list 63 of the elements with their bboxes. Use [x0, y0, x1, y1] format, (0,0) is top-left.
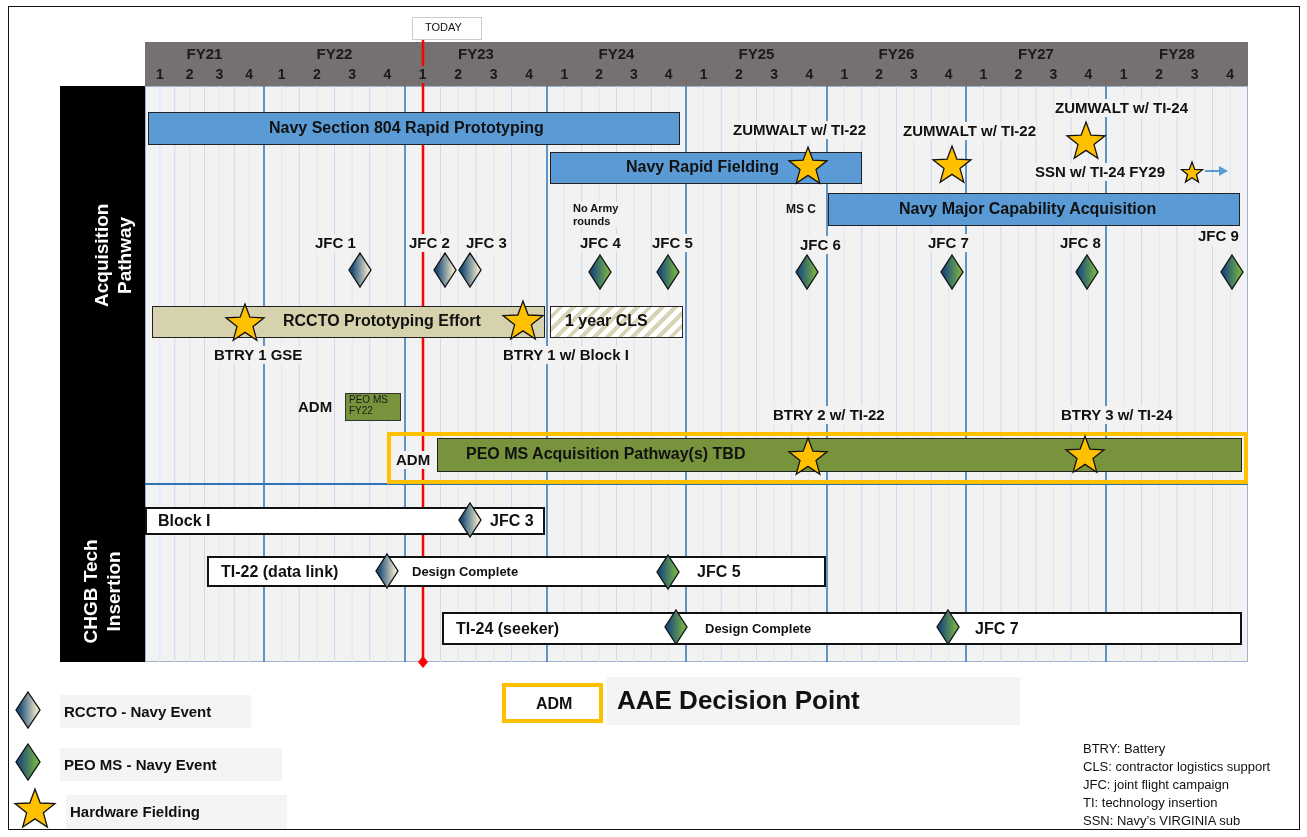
timeline-bar: [152, 306, 545, 338]
quarter-header: 1: [418, 66, 427, 83]
bar-label: Navy Major Capability Acquisition: [899, 199, 1157, 219]
event-label: JFC 9: [1198, 227, 1239, 245]
bar-label: JFC 5: [697, 562, 741, 582]
timeline-bar: [148, 112, 680, 145]
abbreviation-note: CLS: contractor logistics support: [1083, 759, 1271, 775]
bar-label: PEO MS Acquisition Pathway(s) TBD: [466, 444, 746, 464]
row-header-band: [60, 86, 145, 484]
bar-label: Design Complete: [705, 621, 812, 637]
bar-caption: ADM: [298, 398, 333, 416]
bar-label: Navy Section 804 Rapid Prototyping: [269, 118, 544, 138]
bar-label: TODAY: [425, 21, 462, 35]
event-label: BTRY 1 w/ Block I: [503, 346, 629, 364]
bar-caption: MS C: [786, 202, 816, 217]
bar-label: RCCTO Prototyping Effort: [283, 311, 481, 331]
event-label: ZUMWALT w/ TI-22: [903, 122, 1037, 140]
abbreviation-note: SSN: Navy’s VIRGINIA sub: [1083, 813, 1241, 829]
sample-label: ADM: [536, 694, 573, 714]
event-label: ZUMWALT w/ TI-22: [733, 121, 867, 139]
bar-label: TI-24 (seeker): [456, 619, 560, 639]
timeline-bar: [550, 152, 862, 184]
abbreviation-note: JFC: joint flight campaign: [1083, 777, 1229, 793]
bar-label: JFC 7: [975, 619, 1019, 639]
bar-label: PEO MS FY22: [349, 395, 389, 416]
bar-label: ADM: [396, 451, 431, 469]
event-label: JFC 7: [928, 234, 969, 252]
decision-point-frame: [387, 432, 1248, 484]
row-header-text: CHGB Tech Insertion: [79, 538, 125, 646]
bar-label: 1 year CLS: [565, 311, 648, 331]
timeline-bar: [437, 438, 1242, 472]
row-header-text: Acquisition Pathway: [91, 202, 136, 309]
event-label: SSN w/ TI-24 FY29: [1035, 163, 1166, 181]
event-label: BTRY 1 GSE: [214, 346, 303, 364]
event-label: JFC 5: [652, 234, 693, 252]
event-label: JFC 4: [580, 234, 621, 252]
timeline-bar: [828, 193, 1240, 226]
timeline-bar: [145, 507, 545, 535]
event-label: JFC 8: [1060, 234, 1101, 252]
event-label: JFC 1: [315, 234, 356, 252]
event-label: BTRY 3 w/ TI-24: [1061, 406, 1173, 424]
legend-text: Hardware Fielding: [66, 795, 287, 829]
event-label: JFC 6: [800, 236, 841, 254]
timeline-bar: [442, 612, 1242, 645]
event-label: JFC 2: [409, 234, 450, 252]
legend-text: AAE Decision Point: [607, 677, 1020, 725]
bar-label: TI-22 (data link): [221, 562, 339, 582]
timeline-bar: [345, 393, 401, 421]
event-label: JFC 3: [466, 234, 507, 252]
row-header-band: [60, 484, 145, 662]
event-label: BTRY 2 w/ TI-22: [773, 406, 885, 424]
hatched-bar: [550, 306, 683, 338]
bar-label: JFC 3: [490, 511, 534, 531]
bar-label: Design Complete: [412, 564, 519, 580]
abbreviation-note: TI: technology insertion: [1083, 795, 1218, 811]
timeline-bar: [207, 556, 826, 587]
abbreviation-note: BTRY: Battery: [1083, 741, 1166, 757]
today-marker-box: [412, 17, 482, 40]
bar-label: Navy Rapid Fielding: [626, 157, 779, 177]
bar-label: Block I: [158, 511, 211, 531]
event-label: ZUMWALT w/ TI-24: [1055, 99, 1189, 117]
legend-text: PEO MS - Navy Event: [60, 748, 282, 781]
legend-text: RCCTO - Navy Event: [60, 695, 251, 728]
